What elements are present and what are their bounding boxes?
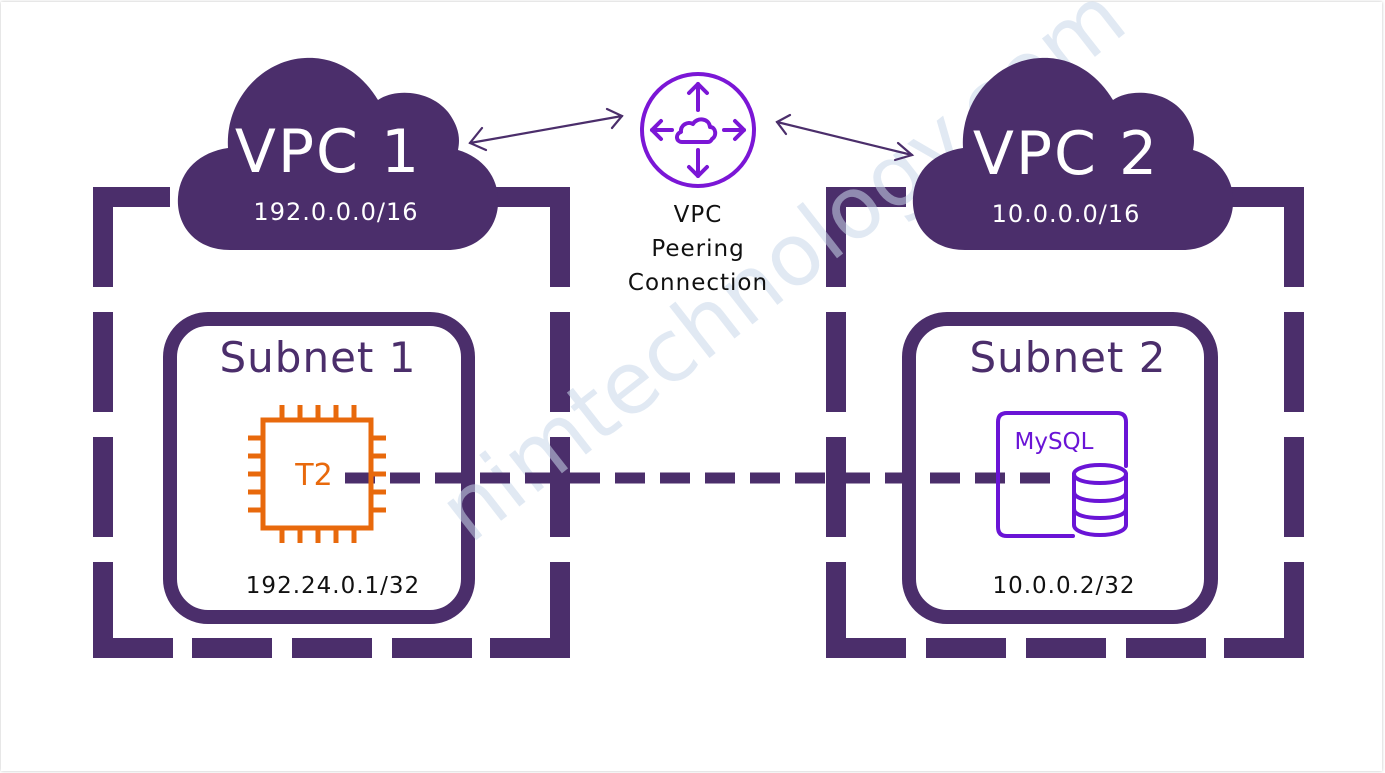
- subnet-1-box: [163, 312, 475, 624]
- peering-label-line-2: Peering: [651, 236, 744, 262]
- peering-arrow-left: [468, 107, 624, 152]
- subnet-1-ip: 192.24.0.1/32: [246, 573, 420, 599]
- cloud-icon: [912, 57, 1234, 251]
- cloud-icon: [177, 57, 499, 251]
- vpc-1-boundary: [93, 187, 570, 658]
- vpc-2-cloud: VPC 2 10.0.0.0/16: [912, 57, 1234, 251]
- subnet-2-title: Subnet 2: [970, 333, 1167, 382]
- peering-label: VPC Peering Connection: [628, 202, 768, 296]
- database-icon: [996, 411, 1128, 538]
- instance-type-label: T2: [294, 458, 332, 493]
- peering-label-line-1: VPC: [674, 202, 723, 228]
- vpc-2-boundary: [826, 187, 1304, 658]
- chip-icon: [248, 405, 386, 543]
- peering-arrow-right: [775, 113, 915, 162]
- vpc-1-cidr: 192.0.0.0/16: [253, 198, 418, 226]
- peering-label-line-3: Connection: [628, 270, 768, 296]
- database-engine-label: MySQL: [1015, 429, 1094, 455]
- router-cloud-icon: [640, 72, 756, 188]
- vpc-2-title: VPC 2: [973, 119, 1159, 189]
- vpc-1-cloud: VPC 1 192.0.0.0/16: [177, 57, 499, 251]
- vpc-1-title: VPC 1: [235, 117, 421, 187]
- subnet-2-ip: 10.0.0.2/32: [992, 573, 1135, 599]
- vpc-2-cidr: 10.0.0.0/16: [992, 200, 1141, 228]
- subnet-1-title: Subnet 1: [220, 333, 417, 382]
- subnet-2-box: [902, 312, 1218, 624]
